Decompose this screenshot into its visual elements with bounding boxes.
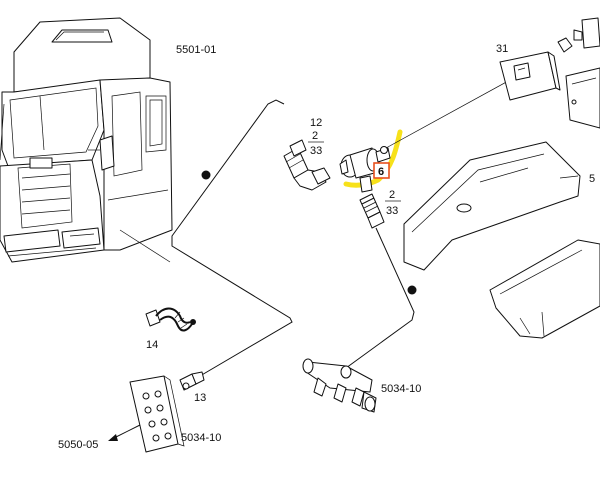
small-clip[interactable] [557,37,573,53]
straight-fitting[interactable] [359,193,385,229]
elbow-fitting[interactable] [283,139,331,191]
label-manifold-ref[interactable]: 5034-10 [381,383,421,395]
item-6-selected-box[interactable] [373,162,390,179]
label-item-6[interactable]: 6 [378,166,384,178]
air-line-loop [171,99,415,377]
cover-part-top-right[interactable] [581,17,600,49]
small-screw[interactable] [573,29,583,41]
label-fraction-bottom-12: 33 [310,145,322,157]
label-item-13[interactable]: 13 [194,392,206,404]
label-cab-ref[interactable]: 5501-01 [176,44,216,56]
connection-dot-left [201,170,211,180]
truck-cab-illustration[interactable] [0,17,173,263]
dashboard-trim[interactable] [403,141,581,271]
valve-leader-line [385,79,511,149]
label-ref-5050-05[interactable]: 5050-05 [58,439,98,451]
lower-trim-panel[interactable] [489,239,600,339]
label-fraction-bottom-right: 33 [386,205,398,217]
label-item-5[interactable]: 5 [589,173,595,185]
cab-leader-line [119,229,171,263]
mounting-plate[interactable] [129,375,185,453]
label-item-12[interactable]: 12 [310,117,322,129]
air-manifold[interactable] [302,358,377,413]
bracket-plate[interactable] [565,67,600,129]
reference-arrow [108,424,141,441]
highlight-marker [343,129,403,188]
label-fraction-top-right: 2 [389,189,395,201]
connection-dot-right [407,285,417,295]
label-fraction-top-12: 2 [312,130,318,142]
pressure-sensor[interactable] [179,371,205,391]
label-plate-ref[interactable]: 5034-10 [181,432,221,444]
wiring-harness[interactable] [145,307,196,332]
label-item-31[interactable]: 31 [496,43,508,55]
switch-panel[interactable] [499,51,561,101]
label-item-14[interactable]: 14 [146,339,158,351]
